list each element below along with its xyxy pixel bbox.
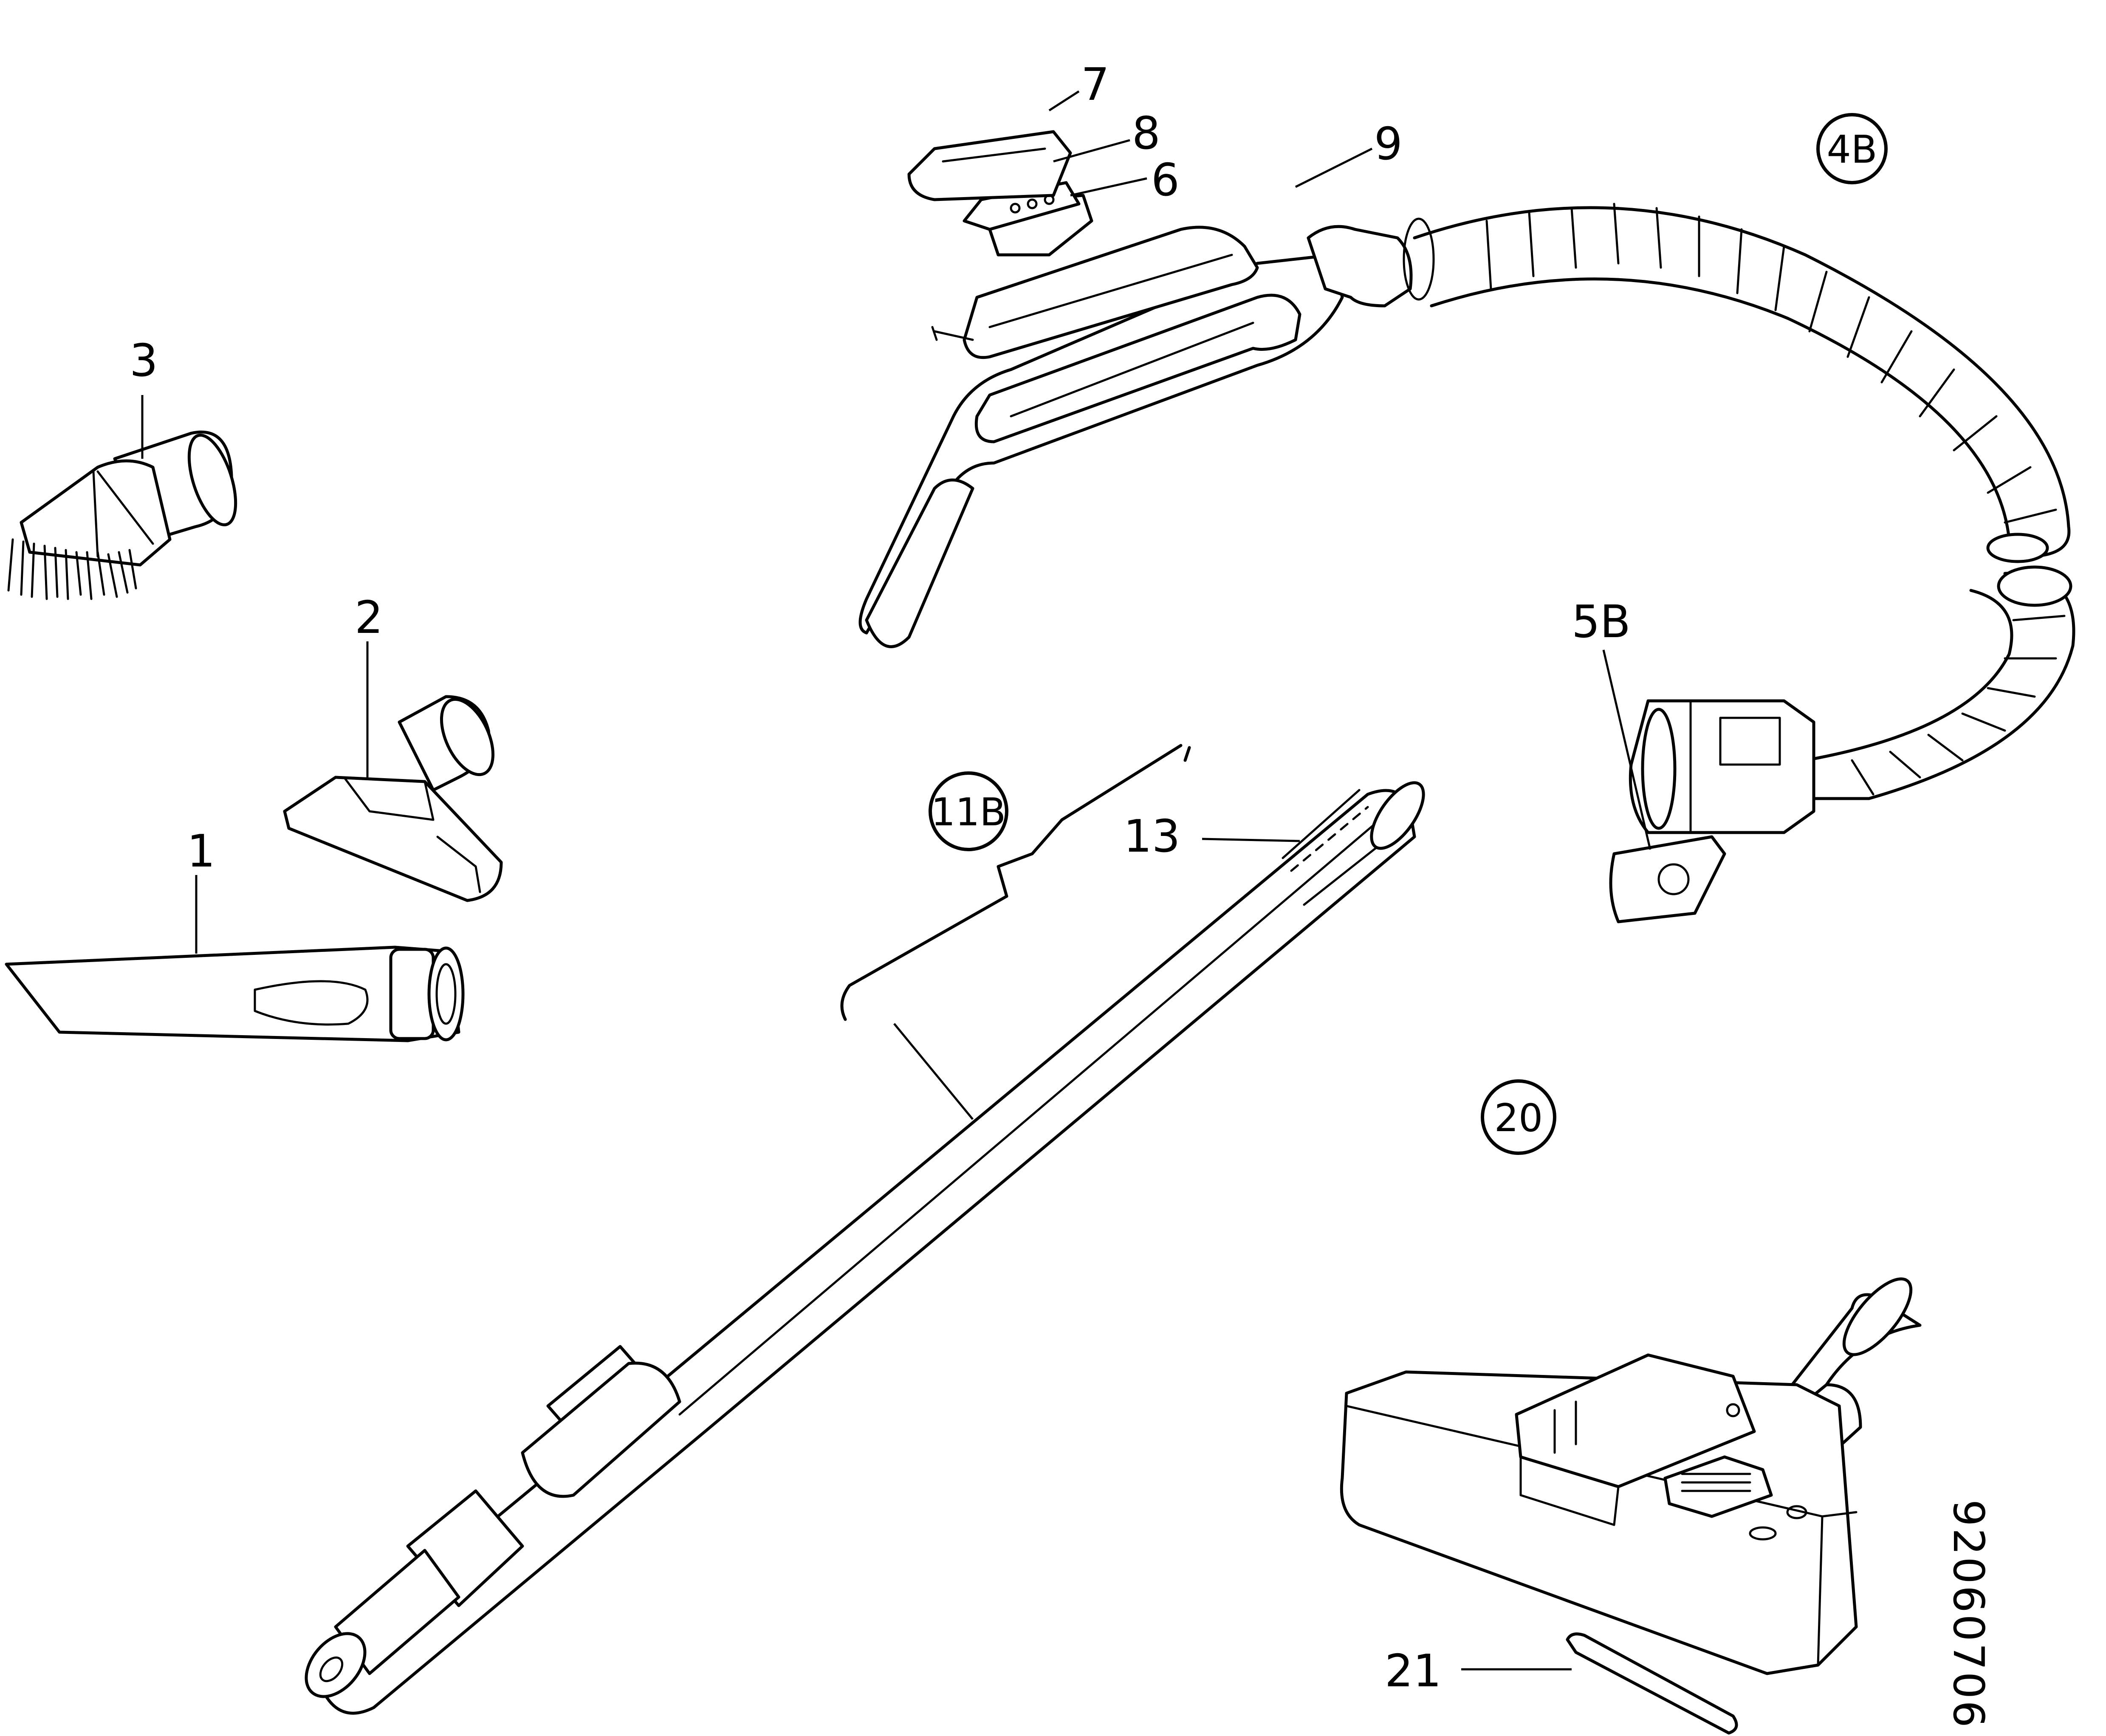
- bracket-11B: [840, 744, 1191, 1120]
- label-part-2: 2: [355, 592, 383, 644]
- dusting-brush-part-3: [7, 395, 237, 600]
- brush-strip-part-21: [1461, 1632, 1738, 1735]
- drawing-number: 92060706: [1944, 1499, 1993, 1729]
- group-label-4B: 4B: [1816, 113, 1888, 184]
- group-label-20: 20: [1481, 1079, 1556, 1155]
- crevice-nozzle-part-1: [5, 875, 465, 1042]
- label-part-9: 9: [1374, 118, 1403, 170]
- label-group-20: 20: [1494, 1096, 1543, 1140]
- telescopic-tube-part-13: [305, 781, 1425, 1715]
- label-part-6: 6: [1151, 154, 1180, 206]
- label-group-4B: 4B: [1827, 127, 1877, 172]
- upholstery-nozzle-part-2: [283, 641, 503, 902]
- label-group-11B: 11B: [931, 790, 1006, 835]
- label-part-1: 1: [187, 825, 215, 877]
- label-part-8: 8: [1132, 107, 1160, 159]
- label-part-7: 7: [1081, 59, 1109, 110]
- brush-bristles: [7, 538, 137, 600]
- corrugated-hose: [1413, 203, 2075, 834]
- clip-part-5B: [1602, 649, 1726, 923]
- label-part-3: 3: [130, 335, 158, 387]
- group-label-11B: 11B: [929, 771, 1008, 851]
- handle-assembly-4B: [858, 90, 1435, 648]
- label-part-5B: 5B: [1572, 596, 1631, 648]
- floor-nozzle-part-20: [1340, 1277, 1922, 1675]
- hose-ribs: [1485, 203, 2066, 796]
- label-part-21: 21: [1385, 1645, 1442, 1697]
- label-part-13: 13: [1124, 810, 1180, 862]
